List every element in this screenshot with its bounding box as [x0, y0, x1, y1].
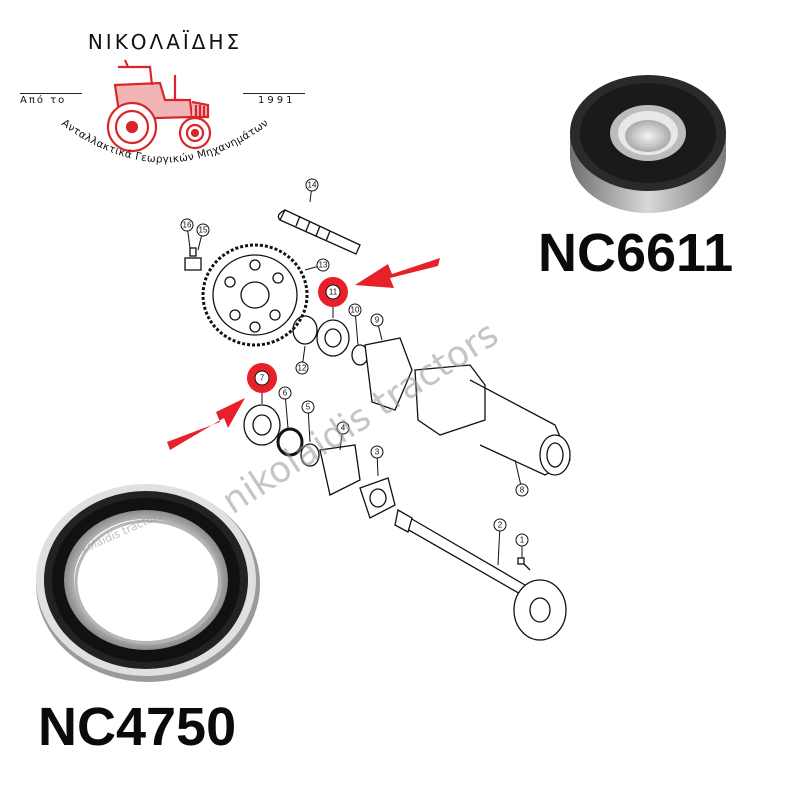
tagline-text: Ανταλλακτικά Γεωργικών Μηχανημάτων [59, 117, 270, 166]
callout-1: 1 [520, 536, 525, 545]
part-code-nc4750: NC4750 [38, 697, 237, 757]
bearing-nc6611-image [570, 75, 726, 213]
callout-8: 8 [520, 486, 525, 495]
arrow-to-7-icon [167, 398, 245, 450]
callout-13: 13 [319, 261, 328, 270]
callout-14: 14 [308, 181, 317, 190]
callout-2: 2 [498, 521, 503, 530]
exploded-parts-diagram: 14 13 16 15 11 10 9 12 7 6 5 4 3 2 1 8 [167, 178, 571, 641]
tractor-logo-icon [106, 59, 212, 153]
logo-tagline: Ανταλλακτικά Γεωργικών Μηχανημάτων [59, 117, 270, 166]
logo-rule-right [243, 93, 305, 94]
callout-5: 5 [306, 403, 311, 412]
logo-rule-left [20, 93, 82, 94]
callout-7: 7 [260, 374, 265, 383]
brand-name: ΝΙΚΟΛΑΪΔΗΣ [87, 30, 243, 54]
callout-9: 9 [375, 316, 380, 325]
callout-11: 11 [329, 288, 338, 297]
callout-4: 4 [341, 424, 346, 433]
callout-12: 12 [298, 364, 307, 373]
callout-15: 15 [199, 226, 208, 235]
callout-10: 10 [351, 306, 360, 315]
since-year: 1991 [258, 95, 296, 106]
svg-text:Ανταλλακτικά Γεωργικών Μηχανημ: Ανταλλακτικά Γεωργικών Μηχανημάτων [59, 117, 270, 166]
since-label: Από το [20, 95, 67, 106]
bearing-nc4750-image [36, 484, 260, 682]
callout-3: 3 [375, 448, 380, 457]
callout-6: 6 [283, 389, 288, 398]
callout-16: 16 [183, 221, 192, 230]
arrow-to-11-icon [355, 258, 440, 288]
part-code-nc6611: NC6611 [538, 223, 734, 283]
